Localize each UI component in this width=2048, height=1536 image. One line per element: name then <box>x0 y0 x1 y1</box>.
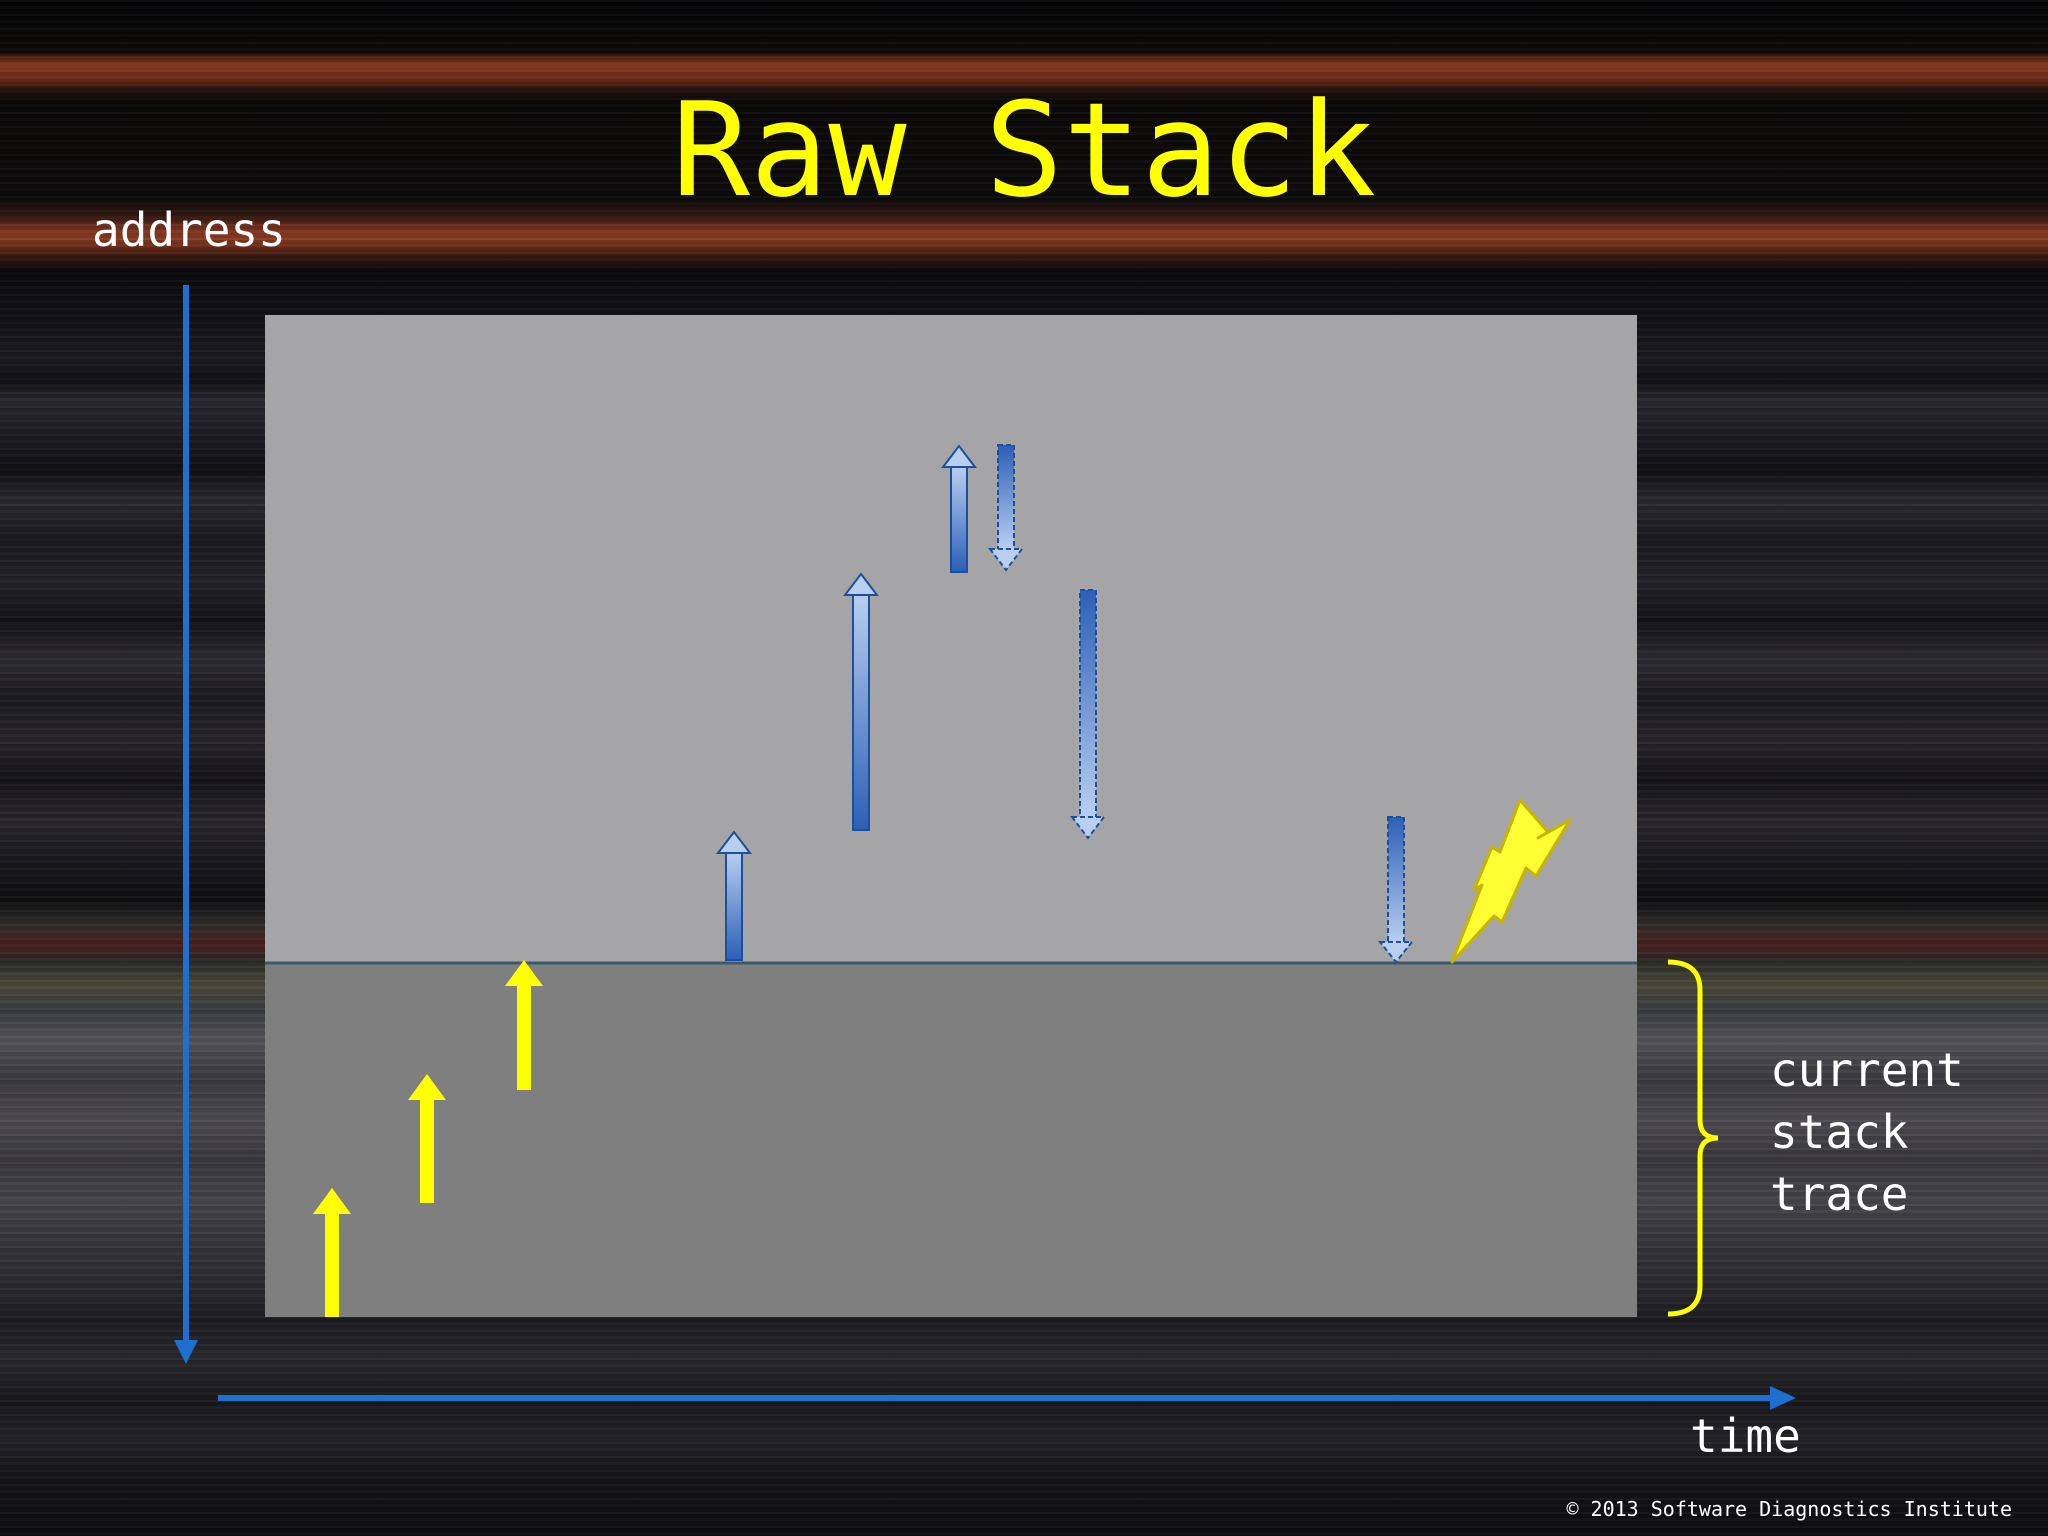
copyright-text: © 2013 Software Diagnostics Institute <box>1566 1497 2012 1521</box>
upper-stack-region <box>265 315 1637 963</box>
current-stack-region <box>265 963 1637 1317</box>
yellow-up-arrow <box>505 960 543 1090</box>
blue-down-arrow <box>1377 816 1415 964</box>
blue-up-arrow <box>842 572 880 831</box>
y-axis-label: address <box>92 203 286 257</box>
blue-up-arrow <box>715 830 753 961</box>
x-axis-label: time <box>1690 1409 1801 1463</box>
time-axis-arrow <box>218 1386 1796 1410</box>
yellow-up-arrow <box>313 1188 351 1317</box>
slide-title: Raw Stack <box>671 74 1377 226</box>
lightning-bolt-icon <box>1450 798 1572 964</box>
yellow-up-arrow <box>408 1074 446 1203</box>
current-stack-bracket <box>1667 959 1719 1317</box>
bracket-label-trace: trace <box>1770 1167 1909 1221</box>
bracket-label-current: current <box>1770 1043 1964 1097</box>
blue-up-arrow <box>940 444 978 573</box>
blue-down-arrow <box>1069 589 1107 840</box>
address-axis-arrow <box>174 285 198 1364</box>
blue-down-arrow <box>987 444 1025 572</box>
bracket-label-stack: stack <box>1770 1105 1909 1159</box>
